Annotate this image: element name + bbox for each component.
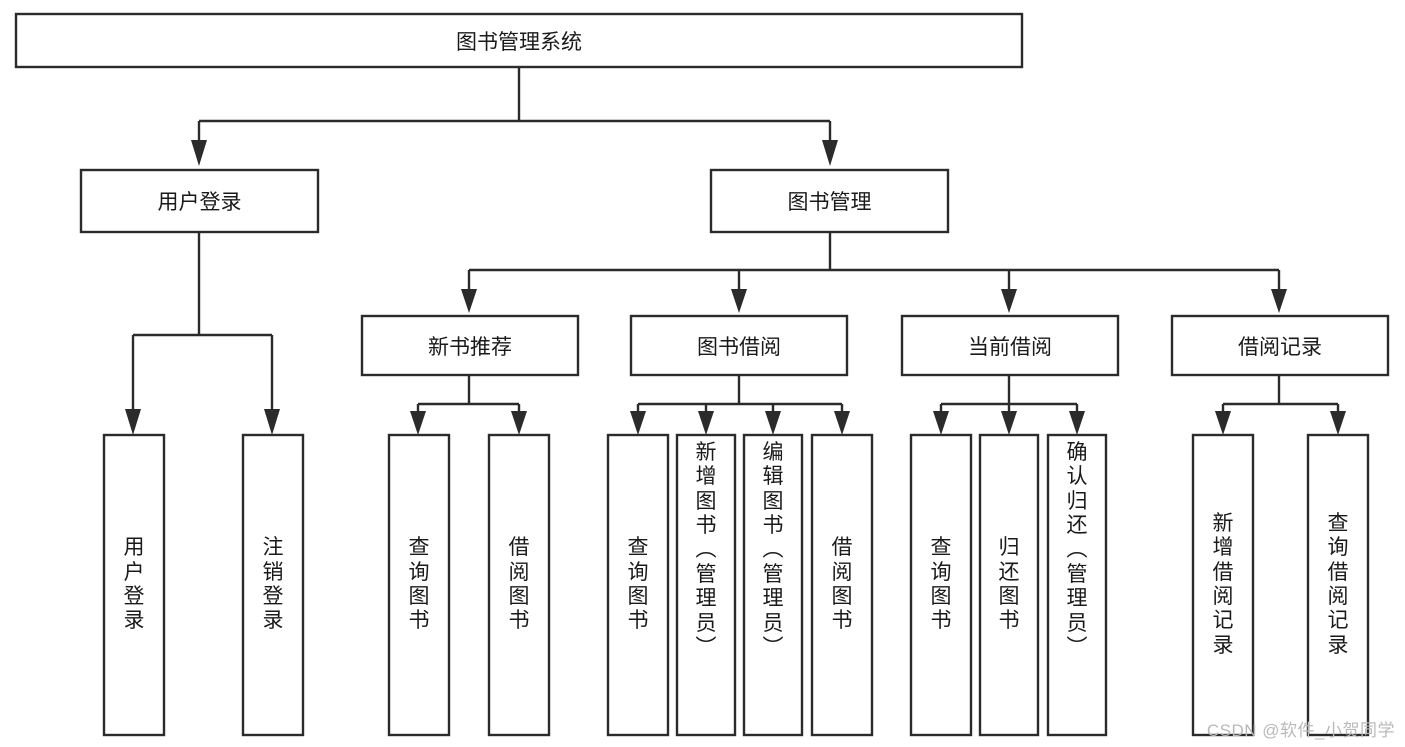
node-leaf-borrow-edit-box[interactable] <box>742 433 804 737</box>
node-new-book-recommend-box[interactable] <box>360 314 580 377</box>
node-leaf-current-confirm-box[interactable] <box>1046 433 1108 737</box>
node-book-borrow-box[interactable] <box>629 314 849 377</box>
node-borrow-record-box[interactable] <box>1170 314 1390 377</box>
node-leaf-record-query-box[interactable] <box>1306 433 1370 737</box>
arrowhead-current-leaf2 <box>1001 411 1017 435</box>
arrowhead-borrow-leaf1 <box>630 411 646 435</box>
node-leaf-record-add-box[interactable] <box>1191 433 1255 737</box>
node-root-box[interactable] <box>14 12 1024 69</box>
node-leaf-recommend-borrow-box[interactable] <box>487 433 551 737</box>
node-current-borrow-box[interactable] <box>900 314 1120 377</box>
node-leaf-current-query-box[interactable] <box>909 433 973 737</box>
arrowhead-root-to-user-login <box>191 140 207 166</box>
arrowhead-borrow-leaf3 <box>765 411 781 435</box>
arrowhead-user-login-leaf1 <box>125 409 141 435</box>
arrowhead-current-leaf3 <box>1069 411 1085 435</box>
arrowhead-book-mgmt-to-l3-1 <box>461 289 477 313</box>
arrowhead-borrow-leaf2 <box>698 411 714 435</box>
node-leaf-current-return-box[interactable] <box>978 433 1040 737</box>
node-book-management-box[interactable] <box>709 168 950 234</box>
node-leaf-borrow-query-box[interactable] <box>606 433 670 737</box>
arrowhead-book-mgmt-to-l3-2 <box>731 289 747 313</box>
arrowhead-current-leaf1 <box>933 411 949 435</box>
node-leaf-user-login-box[interactable] <box>102 433 166 737</box>
node-user-login-box[interactable] <box>79 168 320 234</box>
arrowhead-recommend-leaf1 <box>410 411 426 435</box>
arrowhead-root-to-book-mgmt <box>822 140 838 166</box>
node-leaf-recommend-query-box[interactable] <box>387 433 451 737</box>
arrowhead-book-mgmt-to-l3-4 <box>1271 289 1287 313</box>
node-leaf-borrow-add-box[interactable] <box>675 433 737 737</box>
arrowhead-record-leaf1 <box>1215 411 1231 435</box>
node-leaf-logout-box[interactable] <box>241 433 305 737</box>
arrowhead-recommend-leaf2 <box>511 411 527 435</box>
arrowhead-record-leaf2 <box>1330 411 1346 435</box>
arrowhead-book-mgmt-to-l3-3 <box>1001 289 1017 313</box>
node-leaf-borrow-lend-box[interactable] <box>810 433 874 737</box>
arrowhead-borrow-leaf4 <box>834 411 850 435</box>
arrowhead-user-login-leaf2 <box>264 409 280 435</box>
